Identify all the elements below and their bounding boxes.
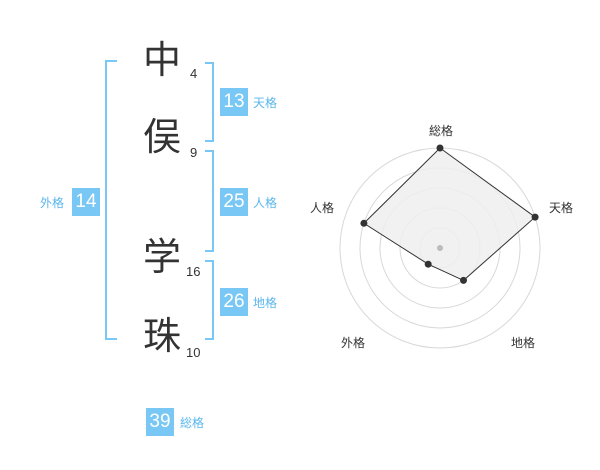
stroke-count-2: 9 <box>190 145 198 160</box>
tenkaku-bracket <box>205 62 214 142</box>
gaikaku-value: 14 <box>72 188 100 216</box>
jinkaku-bracket <box>205 150 214 252</box>
stroke-count-1: 4 <box>190 66 198 81</box>
chikaku-value: 26 <box>220 288 248 316</box>
soukaku-label: 総格 <box>180 416 205 430</box>
gaikaku-label: 外格 <box>40 196 65 210</box>
chikaku-bracket <box>205 260 214 340</box>
jinkaku-value: 25 <box>220 188 248 216</box>
radar-axis-label-chikaku: 地格 <box>511 335 535 350</box>
name-char-1: 中 <box>143 38 182 82</box>
radar-point <box>460 276 467 284</box>
radar-axis-label-gaikaku: 外格 <box>341 335 365 350</box>
radar-center-dot <box>437 245 443 251</box>
radar-axis-label-jinkaku: 人格 <box>310 200 334 215</box>
radar-axis-label-soukaku: 総格 <box>429 123 453 138</box>
radar-point <box>424 260 432 268</box>
radar-point <box>360 219 368 227</box>
name-char-3: 学 <box>143 235 182 279</box>
radar-point <box>436 144 444 152</box>
radar-point <box>531 213 539 221</box>
name-char-2: 俣 <box>143 115 182 159</box>
radar-axis-label-tenkaku: 天格 <box>549 200 573 215</box>
tenkaku-label: 天格 <box>253 96 278 110</box>
name-char-4: 珠 <box>143 314 182 358</box>
soukaku-value: 39 <box>146 408 174 436</box>
chikaku-label: 地格 <box>253 296 278 310</box>
tenkaku-value: 13 <box>220 88 248 116</box>
stroke-count-4: 10 <box>186 345 201 360</box>
radar-chart: 総格 天格 地格 外格 人格 <box>310 123 573 350</box>
gaikaku-bracket <box>105 60 117 340</box>
radar-points <box>360 144 539 284</box>
jinkaku-label: 人格 <box>253 196 278 210</box>
radar-polygon <box>363 147 536 281</box>
stroke-count-3: 16 <box>186 264 201 279</box>
